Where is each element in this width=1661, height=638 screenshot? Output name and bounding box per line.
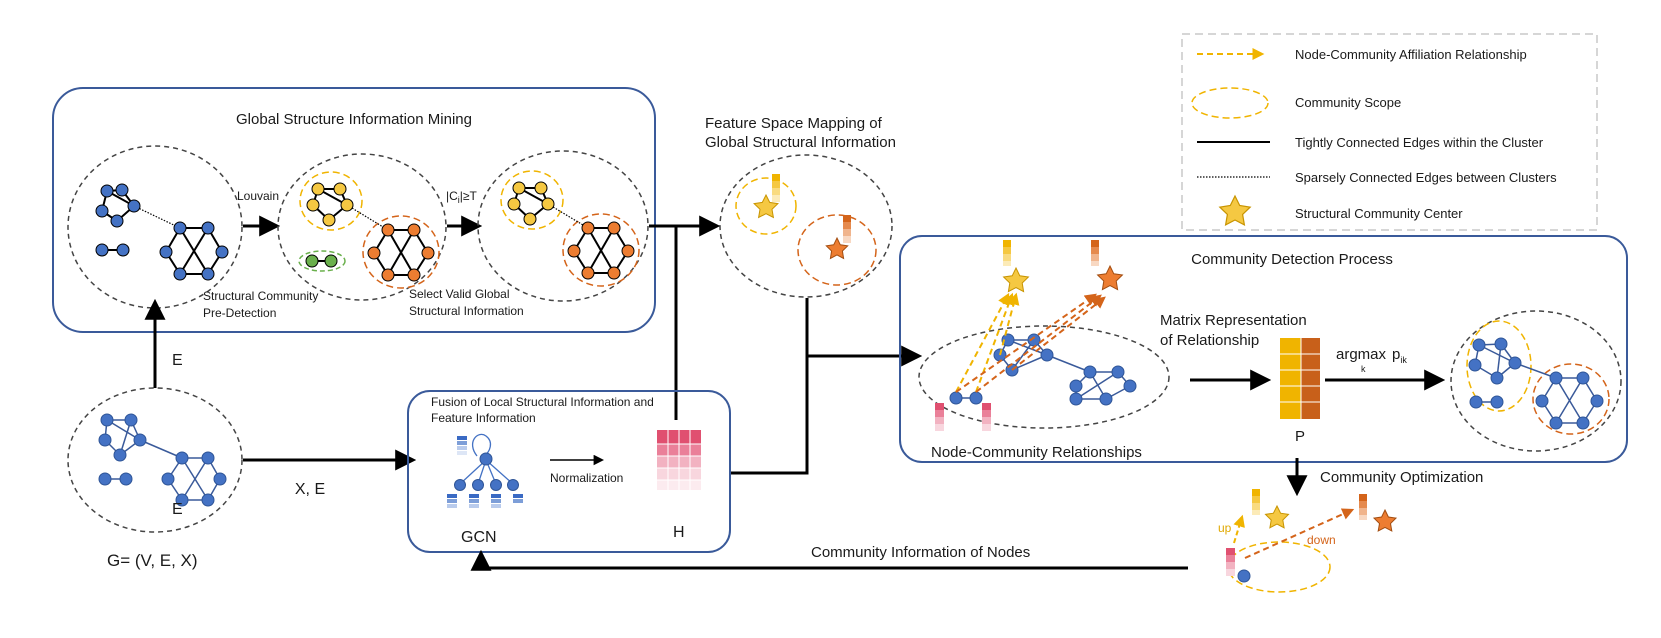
optimization-node-vector	[1226, 548, 1235, 576]
detection-yellow-star-icon	[1002, 266, 1030, 293]
mapping-orange-vector	[843, 215, 851, 243]
argmax-subscript: k	[1361, 364, 1366, 374]
mining-graph-1	[95, 183, 229, 281]
threshold-label: |Ci|≥T	[446, 189, 478, 205]
feedback-arrow	[470, 549, 1188, 571]
mining-graph-circle-2	[277, 153, 447, 301]
up-arrow	[1233, 514, 1245, 544]
mining-box	[52, 87, 656, 333]
caption-valid-1: Select Valid Global	[409, 287, 510, 301]
detection-orange-vector	[1091, 240, 1099, 266]
legend-center-text: Structural Community Center	[1295, 206, 1463, 221]
optimization-node	[1237, 569, 1251, 583]
gcn-graph	[447, 433, 523, 508]
feature-space-mapping: Feature Space Mapping of Global Structur…	[705, 115, 896, 298]
pik-label: pik	[1392, 346, 1407, 365]
mining-graph-circle-1	[67, 145, 243, 309]
detection-node-vectors	[935, 403, 991, 431]
fusion-box	[407, 390, 731, 553]
detection-orange-star-icon	[1096, 264, 1124, 291]
mapping-yellow-vector	[772, 174, 780, 202]
mapping-orange-scope	[797, 214, 877, 286]
yellow-community-scope	[299, 171, 363, 231]
detection-box	[899, 235, 1628, 463]
optimization-panel: Community Optimization up down	[1218, 458, 1483, 593]
legend-affiliation-text: Node-Community Affiliation Relationship	[1295, 47, 1527, 62]
legend: Node-Community Affiliation Relationship …	[1181, 33, 1598, 231]
caption-pre-detection-2: Pre-Detection	[203, 306, 276, 320]
mapping-title-2: Global Structural Information	[705, 134, 896, 151]
up-label: up	[1218, 521, 1232, 535]
mining-graph-2	[305, 182, 435, 282]
gcn-self-loop	[471, 433, 492, 457]
matrix-label-1: Matrix Representation	[1160, 312, 1307, 329]
legend-frame	[1181, 33, 1598, 231]
mining-graph-3	[507, 181, 635, 280]
graph-label: G= (V, E, X)	[107, 551, 198, 570]
mapping-orange-star-icon	[825, 236, 849, 260]
h-label: H	[673, 524, 685, 541]
detection-panel: Community Detection Process	[899, 235, 1628, 463]
legend-star-icon	[1218, 194, 1252, 226]
optimization-scope	[1227, 541, 1331, 593]
gcn-feature-bars	[447, 436, 523, 508]
mapping-yellow-star-icon	[753, 193, 779, 219]
edge-label-top: E	[172, 352, 183, 369]
mining-title: Global Structure Information Mining	[236, 111, 472, 128]
mining-graph-circle-3	[477, 150, 649, 302]
xe-label: X, E	[295, 481, 325, 498]
input-graph-circle	[67, 387, 243, 533]
orange-community-scope-2	[562, 213, 640, 287]
feedback-label: Community Information of Nodes	[811, 544, 1030, 561]
p-label: P	[1295, 428, 1305, 445]
h-matrix	[657, 430, 701, 490]
input-graph-nodes	[98, 413, 227, 507]
yellow-community-scope-2	[500, 170, 564, 230]
result-orange-scope	[1532, 363, 1610, 435]
mapping-yellow-scope	[735, 177, 797, 235]
optimization-yellow-star-icon	[1264, 504, 1290, 529]
legend-sparse-text: Sparsely Connected Edges between Cluster…	[1295, 170, 1557, 185]
detection-graph-circle	[918, 325, 1170, 429]
gcn-label: GCN	[461, 529, 497, 546]
matrix-label-2: of Relationship	[1160, 332, 1259, 349]
node-community-label: Node-Community Relationships	[931, 444, 1142, 461]
legend-scope-ellipse	[1191, 87, 1269, 119]
input-graph: E E G= (V, E, X) X, E	[67, 298, 417, 570]
optimization-yellow-vector	[1252, 489, 1260, 515]
detection-title: Community Detection Process	[1191, 251, 1393, 268]
down-arrow	[1244, 508, 1355, 559]
caption-valid-2: Structural Information	[409, 304, 524, 318]
result-yellow-scope	[1466, 320, 1532, 412]
fusion-title-1: Fusion of Local Structural Information a…	[431, 395, 654, 409]
affiliation-arrows	[955, 292, 1106, 393]
optimization-orange-star-icon	[1372, 508, 1398, 532]
normalization-label: Normalization	[550, 471, 623, 485]
legend-scope-text: Community Scope	[1295, 95, 1401, 110]
result-graph-nodes	[1468, 337, 1604, 430]
louvain-label: Louvain	[237, 189, 279, 203]
p-matrix	[1280, 338, 1320, 419]
edge-label-graph: E	[172, 501, 183, 518]
detection-yellow-vector	[1003, 240, 1011, 266]
global-mining-panel: Global Structure Information Mining Louv…	[52, 87, 656, 333]
green-community-scope	[298, 250, 346, 272]
result-circle	[1450, 310, 1622, 452]
legend-tight-text: Tightly Connected Edges within the Clust…	[1295, 135, 1544, 150]
detection-graph-edges	[956, 339, 1131, 400]
optimization-title: Community Optimization	[1320, 469, 1483, 486]
fusion-panel: Fusion of Local Structural Information a…	[407, 390, 731, 553]
argmax-label: argmax	[1336, 346, 1387, 363]
optimization-orange-vector	[1359, 494, 1367, 520]
orange-community-scope	[362, 215, 440, 289]
caption-pre-detection-1: Structural Community	[203, 289, 318, 303]
down-label: down	[1307, 533, 1336, 547]
to-detection-connectors	[731, 298, 923, 475]
mapping-title-1: Feature Space Mapping of	[705, 115, 883, 132]
mining-to-mapping-connectors	[649, 215, 721, 420]
fusion-title-2: Feature Information	[431, 411, 536, 425]
